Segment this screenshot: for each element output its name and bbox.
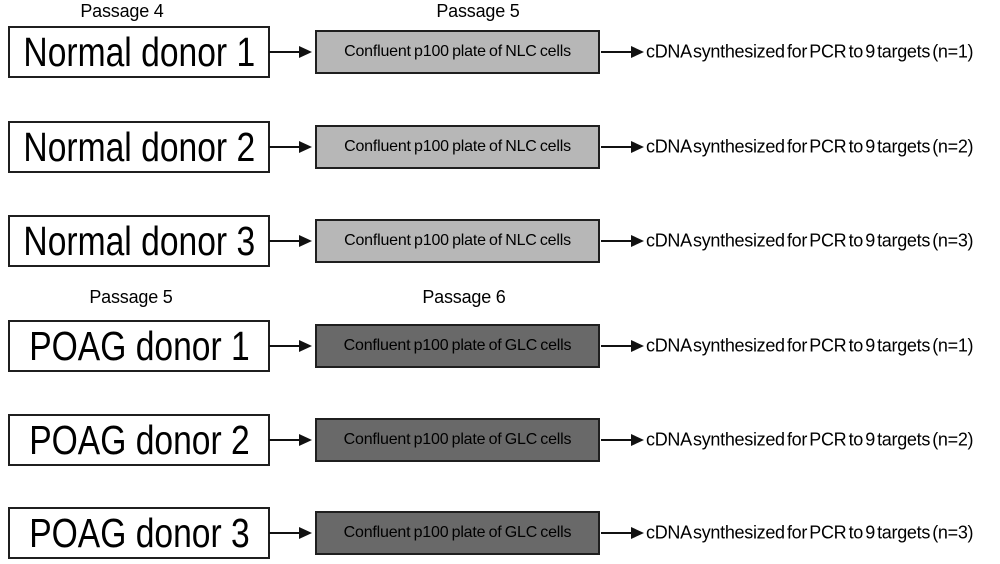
passage-label-plate-group2: Passage 6 — [422, 287, 506, 307]
donor-box: Normal donor 2 — [8, 121, 270, 173]
plate-label: Confluent p100 plate of NLC cells — [344, 43, 571, 60]
arrow-right-icon — [269, 141, 312, 153]
arrow-right-icon — [601, 141, 644, 153]
plate-box: Confluent p100 plate of NLC cells — [315, 30, 600, 74]
arrow-right-icon — [601, 340, 644, 352]
arrow-right-icon — [601, 434, 644, 446]
plate-label: Confluent p100 plate of GLC cells — [343, 431, 572, 448]
passage-label-donor-group2: Passage 5 — [89, 287, 173, 307]
plate-label: Confluent p100 plate of GLC cells — [343, 337, 572, 354]
donor-label: Normal donor 3 — [23, 217, 255, 264]
output-text: cDNA synthesized for PCR to 9 targets (n… — [646, 522, 974, 543]
plate-label: Confluent p100 plate of NLC cells — [344, 232, 571, 249]
plate-box: Confluent p100 plate of GLC cells — [315, 511, 600, 555]
flow-row-normal-3: Normal donor 3 Confluent p100 plate of N… — [0, 211, 1000, 271]
output-text: cDNA synthesized for PCR to 9 targets (n… — [646, 136, 974, 157]
arrow-right-icon — [601, 527, 644, 539]
donor-label: POAG donor 3 — [28, 509, 250, 556]
arrow-right-icon — [601, 235, 644, 247]
plate-label: Confluent p100 plate of NLC cells — [344, 138, 571, 155]
arrow-right-icon — [269, 46, 312, 58]
donor-label: POAG donor 1 — [28, 322, 250, 369]
donor-label: POAG donor 2 — [28, 416, 250, 463]
arrow-right-icon — [269, 527, 312, 539]
donor-label: Normal donor 2 — [23, 123, 255, 170]
arrow-right-icon — [269, 340, 312, 352]
donor-box: POAG donor 1 — [8, 320, 270, 372]
flow-row-normal-2: Normal donor 2 Confluent p100 plate of N… — [0, 117, 1000, 177]
donor-box: Normal donor 3 — [8, 215, 270, 267]
output-text: cDNA synthesized for PCR to 9 targets (n… — [646, 41, 974, 62]
flow-row-normal-1: Normal donor 1 Confluent p100 plate of N… — [0, 22, 1000, 82]
arrow-right-icon — [601, 46, 644, 58]
plate-label: Confluent p100 plate of GLC cells — [343, 524, 572, 541]
plate-box: Confluent p100 plate of GLC cells — [315, 324, 600, 368]
flow-row-poag-3: POAG donor 3 Confluent p100 plate of GLC… — [0, 503, 1000, 563]
donor-box: POAG donor 2 — [8, 414, 270, 466]
passage-label-donor-group1: Passage 4 — [80, 1, 164, 21]
plate-box: Confluent p100 plate of NLC cells — [315, 219, 600, 263]
passage-label-plate-group1: Passage 5 — [436, 1, 520, 21]
output-text: cDNA synthesized for PCR to 9 targets (n… — [646, 335, 974, 356]
flow-row-poag-2: POAG donor 2 Confluent p100 plate of GLC… — [0, 410, 1000, 470]
donor-label: Normal donor 1 — [23, 28, 255, 75]
flow-row-poag-1: POAG donor 1 Confluent p100 plate of GLC… — [0, 316, 1000, 376]
donor-box: Normal donor 1 — [8, 26, 270, 78]
output-text: cDNA synthesized for PCR to 9 targets (n… — [646, 230, 974, 251]
output-text: cDNA synthesized for PCR to 9 targets (n… — [646, 429, 974, 450]
plate-box: Confluent p100 plate of GLC cells — [315, 418, 600, 462]
arrow-right-icon — [269, 235, 312, 247]
arrow-right-icon — [269, 434, 312, 446]
plate-box: Confluent p100 plate of NLC cells — [315, 125, 600, 169]
donor-box: POAG donor 3 — [8, 507, 270, 559]
